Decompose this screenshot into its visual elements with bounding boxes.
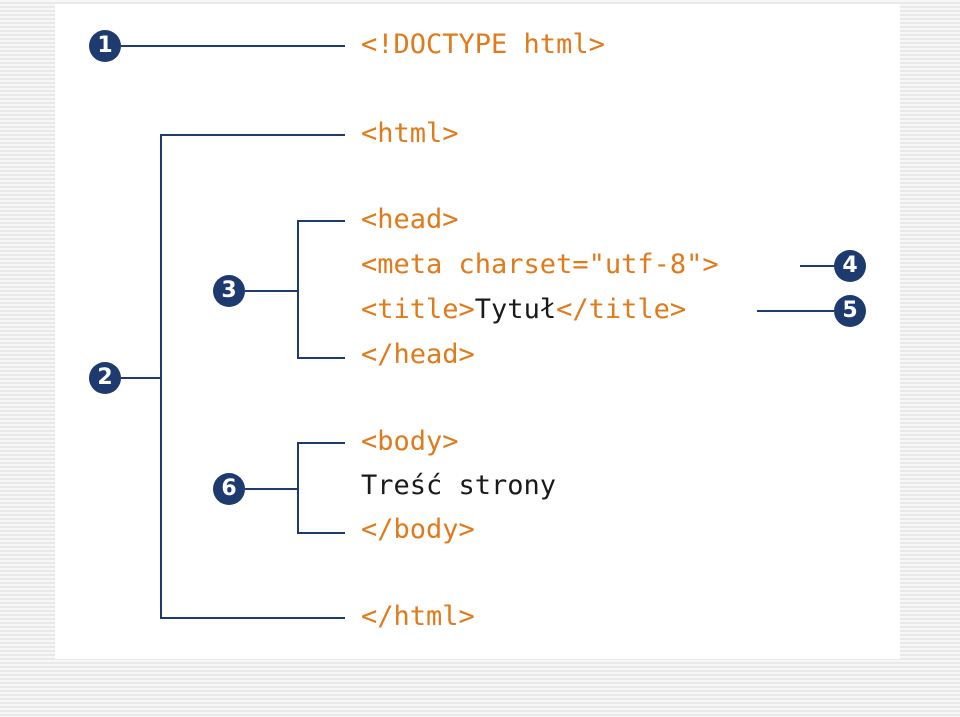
marker-6: 6: [213, 473, 245, 505]
code-line-doctype: <!DOCTYPE html>: [361, 28, 605, 62]
code-line-body-text: Treść strony: [361, 469, 556, 503]
html-close-tag: </html>: [361, 601, 475, 632]
marker-5: 5: [834, 295, 866, 327]
code-line-head-open: <head>: [361, 203, 459, 237]
html-open-tag: <html>: [361, 118, 459, 149]
body-close-tag: </body>: [361, 514, 475, 545]
code-line-meta: <meta charset="utf-8">: [361, 248, 719, 282]
code-line-head-close: </head>: [361, 338, 475, 372]
code-line-body-open: <body>: [361, 425, 459, 459]
head-close-tag: </head>: [361, 339, 475, 370]
title-text: Tytuł: [474, 294, 557, 325]
marker-3: 3: [213, 275, 245, 307]
title-close-tag: </title>: [556, 294, 687, 325]
meta-tag: <meta charset="utf-8">: [361, 249, 719, 280]
head-open-tag: <head>: [361, 204, 459, 235]
marker-2: 2: [89, 362, 121, 394]
body-open-tag: <body>: [361, 426, 459, 457]
body-text: Treść strony: [361, 470, 557, 501]
code-line-html-open: <html>: [361, 117, 459, 151]
code-line-title: <title>Tytuł</title>: [361, 293, 686, 327]
doctype-tag: <!DOCTYPE html>: [361, 29, 605, 60]
code-line-html-close: </html>: [361, 600, 475, 634]
diagram-panel: [55, 4, 900, 659]
marker-1: 1: [89, 30, 121, 62]
title-open-tag: <title>: [361, 294, 475, 325]
marker-4: 4: [834, 250, 866, 282]
code-line-body-close: </body>: [361, 513, 475, 547]
